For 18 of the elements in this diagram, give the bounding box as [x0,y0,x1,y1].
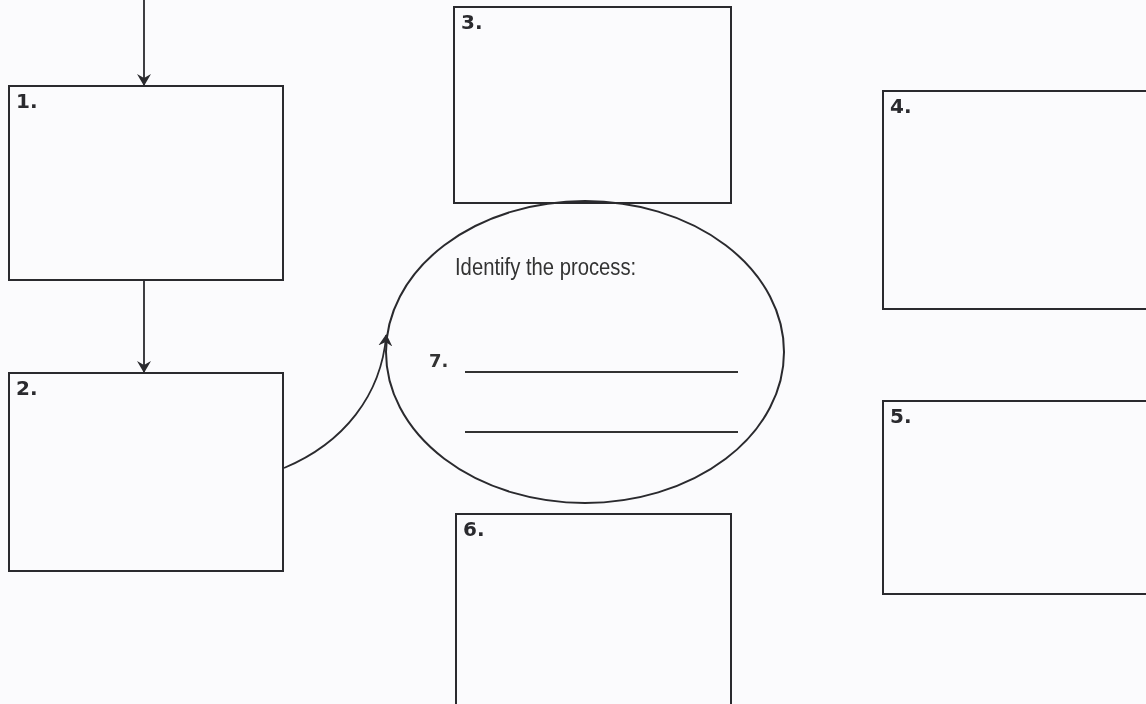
box-number: 2. [16,376,38,400]
answer-box [455,513,732,704]
answer-box [453,6,732,204]
box-number: 1. [16,89,38,113]
answer-box [8,372,284,572]
question-number: 7. [429,350,449,371]
arrow [137,280,151,373]
arrow [283,334,392,469]
answer-box [882,90,1146,310]
arrow [137,0,151,86]
process-oval [385,200,785,504]
box-number: 4. [890,94,912,118]
box-number: 3. [461,10,483,34]
box-number: 6. [463,517,485,541]
answer-box [882,400,1146,595]
box-number: 5. [890,404,912,428]
prompt-text: Identify the process: [455,254,637,281]
answer-box [8,85,284,281]
